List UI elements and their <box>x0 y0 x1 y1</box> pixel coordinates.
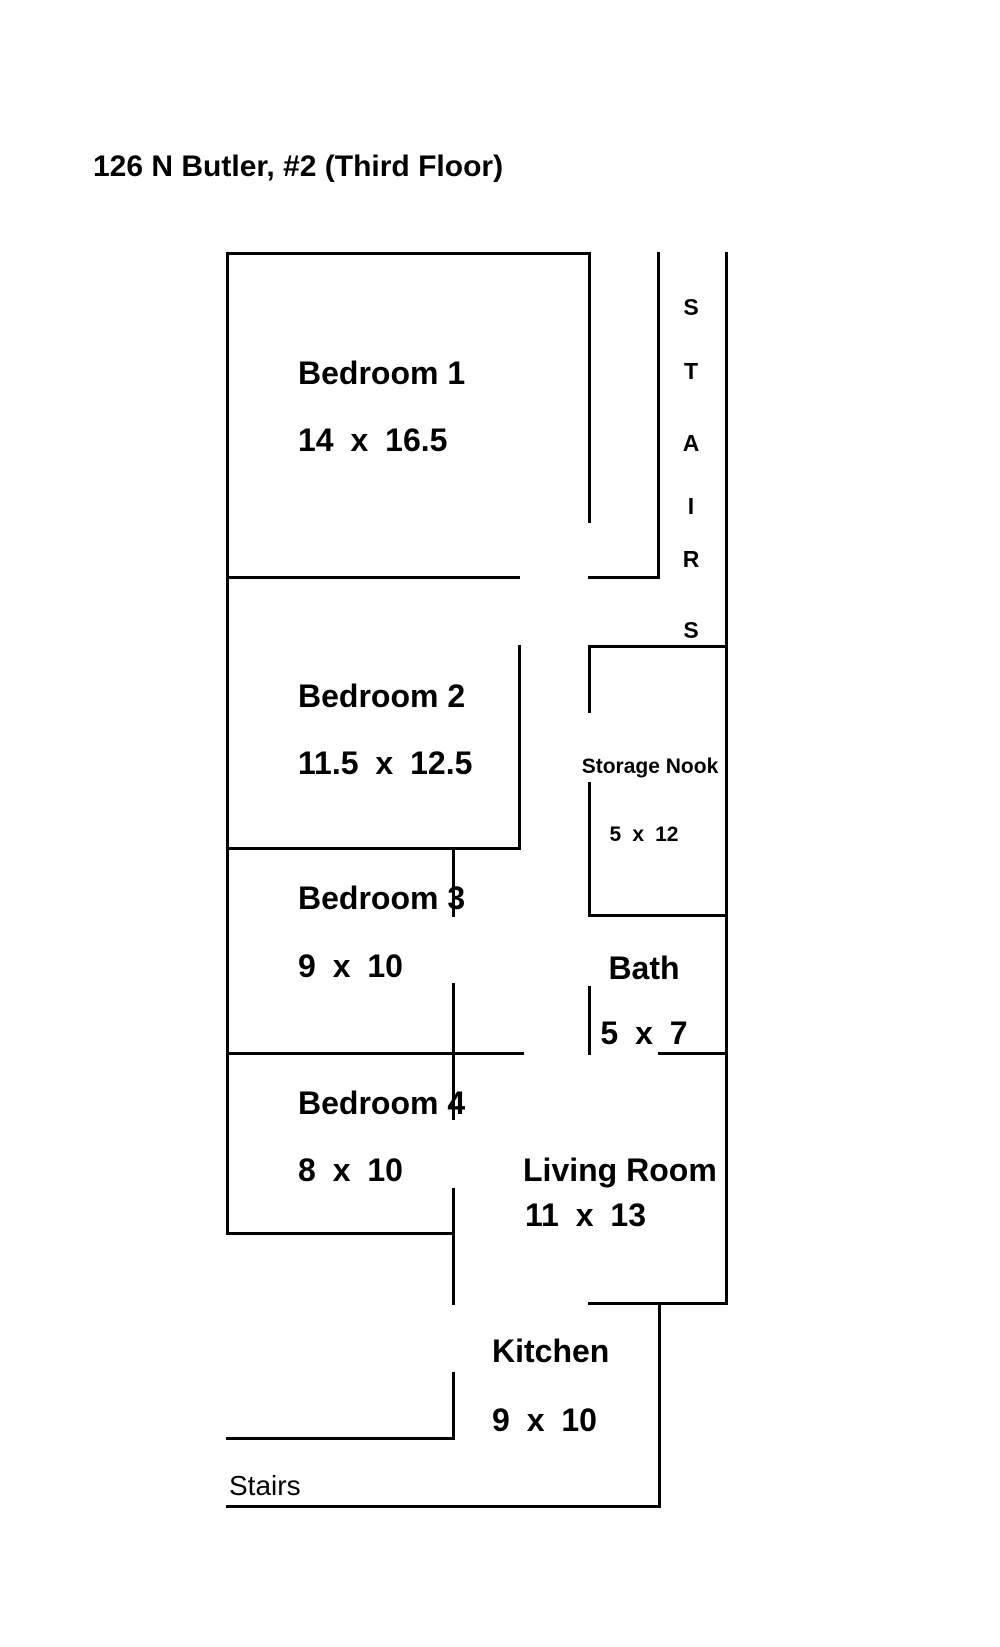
kitchen-left-wall-vertical <box>452 1372 455 1440</box>
bedroom1-right-wall <box>588 252 591 523</box>
kitchen-right-wall <box>658 1302 661 1508</box>
bedroom1-name-label: Bedroom 1 <box>298 355 466 391</box>
storage-nook-bottom-wall <box>588 914 728 917</box>
bedroom4-dimensions-label: 8 x 10 <box>298 1152 403 1188</box>
stairwell-letter-3: A <box>682 430 700 456</box>
stairwell-left-wall <box>657 252 660 579</box>
storage-nook-left-wall-lower <box>588 782 591 917</box>
bedroom1-top-wall <box>226 252 591 255</box>
left-exterior-wall <box>226 252 229 1235</box>
bedroom4-bottom-wall <box>226 1232 455 1235</box>
stairwell-letter-5: R <box>682 546 700 572</box>
bedroom1-dimensions-label: 14 x 16.5 <box>298 422 448 458</box>
kitchen-left-wall-horizontal <box>226 1437 455 1440</box>
storage-nook-left-wall-upper <box>588 645 591 713</box>
bedroom3-bottom-wall <box>226 1052 524 1055</box>
living-room-name-label: Living Room <box>523 1152 717 1188</box>
storage-nook-name-label: Storage Nook <box>581 755 719 778</box>
bedroom3-right-wall-upper <box>452 847 455 917</box>
bath-left-door-wall <box>588 986 591 1055</box>
bedroom1-bottom-wall-left <box>226 576 520 579</box>
bedroom1-bottom-wall-right <box>588 576 660 579</box>
plan-title: 126 N Butler, #2 (Third Floor) <box>93 150 504 183</box>
bedroom2-name-label: Bedroom 2 <box>298 678 466 714</box>
stairs-label: Stairs <box>229 1470 301 1501</box>
stairwell-letter-6: S <box>683 617 699 643</box>
bath-dimensions-label: 5 x 7 <box>600 1015 688 1051</box>
right-exterior-wall <box>725 252 728 1305</box>
bedroom2-right-wall <box>518 645 521 850</box>
bottom-exterior-wall <box>226 1505 661 1508</box>
bedroom4-name-label: Bedroom 4 <box>298 1085 466 1121</box>
bedroom4-right-wall <box>452 1188 455 1305</box>
bedroom3-name-label: Bedroom 3 <box>298 880 466 916</box>
kitchen-name-label: Kitchen <box>492 1333 610 1369</box>
stairwell-letter-2: T <box>683 358 699 384</box>
storage-nook-top-wall <box>588 645 728 648</box>
storage-nook-dimensions-label: 5 x 12 <box>609 823 679 846</box>
stairwell-letter-4: I <box>687 493 695 519</box>
bedroom3-dimensions-label: 9 x 10 <box>298 948 403 984</box>
stairwell-letter-1: S <box>683 294 699 320</box>
bedroom3-right-wall-lower <box>452 983 455 1120</box>
living-room-dimensions-label: 11 x 13 <box>525 1197 646 1233</box>
bath-name-label: Bath <box>608 950 680 986</box>
kitchen-dimensions-label: 9 x 10 <box>492 1402 597 1438</box>
bath-bottom-wall <box>658 1052 728 1055</box>
bedroom2-dimensions-label: 11.5 x 12.5 <box>298 745 473 781</box>
bedroom2-bottom-wall <box>226 847 521 850</box>
